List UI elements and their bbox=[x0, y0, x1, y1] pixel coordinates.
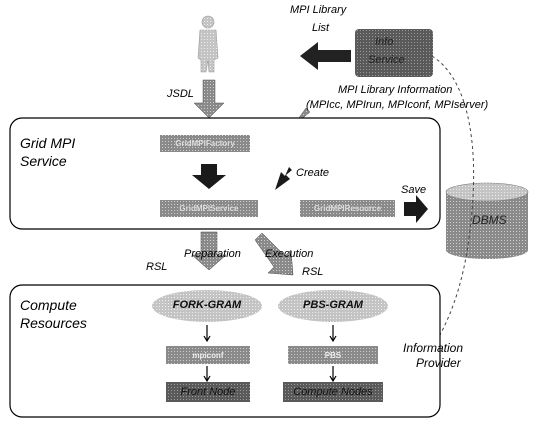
mpiconf-label: mpiconf bbox=[192, 351, 224, 360]
mpi-library-info-line1: MPI Library Information bbox=[338, 84, 453, 96]
arrow-execution bbox=[254, 232, 294, 276]
mpi-library-list-line1: MPI Library bbox=[290, 4, 347, 16]
mpiconf-node bbox=[166, 346, 250, 364]
arrow-info-to-user bbox=[300, 42, 351, 70]
mpi-library-list-line2: List bbox=[312, 22, 330, 34]
arrow-jsdl-down bbox=[193, 79, 225, 119]
arrow-pbsgram-to-pbs bbox=[329, 325, 337, 343]
grid-mpi-service-title-line1: Grid MPI bbox=[20, 135, 76, 151]
gridmpi-resource-label: GridMPIResource bbox=[313, 204, 382, 213]
arrow-pbs-to-compute bbox=[329, 366, 337, 383]
rsl-left-label: RSL bbox=[146, 261, 168, 273]
preparation-label: Preparation bbox=[184, 248, 241, 260]
info-service-box bbox=[355, 29, 433, 77]
gridmpi-resource-node bbox=[300, 200, 395, 217]
compute-nodes-box bbox=[283, 382, 383, 402]
info-service-label-line1: Info bbox=[375, 36, 394, 48]
create-label: Create bbox=[296, 167, 330, 179]
arrow-mpiconf-to-front bbox=[203, 366, 211, 383]
info-service-label-line2: Service bbox=[368, 54, 405, 66]
pbs-gram-label: PBS-GRAM bbox=[303, 299, 363, 311]
fork-gram-ellipse bbox=[152, 290, 262, 322]
information-provider-line1: Information bbox=[403, 341, 464, 355]
arrow-save bbox=[404, 195, 428, 223]
mpi-library-info-line2: (MPIcc, MPIrun, MPIconf, MPIserver) bbox=[306, 99, 489, 111]
front-node-label: Front Node bbox=[180, 386, 236, 398]
dbms-label: DBMS bbox=[472, 213, 507, 227]
gridmpi-service-node bbox=[160, 200, 258, 217]
compute-resources-title-line2: Resources bbox=[20, 315, 87, 331]
compute-nodes-label: Compute Nodes bbox=[293, 386, 373, 398]
gridmpi-service-label: GridMPIService bbox=[179, 204, 239, 213]
jsdl-label: JSDL bbox=[167, 88, 194, 100]
execution-label: Execution bbox=[265, 248, 314, 260]
arrow-factory-to-service bbox=[192, 164, 226, 189]
fork-gram-label: FORK-GRAM bbox=[172, 299, 242, 311]
gridmpi-factory-label: GridMPIFactory bbox=[175, 139, 235, 148]
front-node-box bbox=[166, 382, 250, 402]
arrow-create bbox=[275, 167, 292, 190]
user-figure-icon bbox=[197, 15, 219, 73]
pbs-node bbox=[288, 346, 378, 364]
compute-resources-title-line1: Compute bbox=[20, 297, 77, 313]
save-label: Save bbox=[401, 184, 427, 196]
pbs-label: PBS bbox=[324, 351, 342, 360]
gridmpi-factory-node bbox=[160, 135, 250, 152]
rsl-right-label: RSL bbox=[302, 266, 324, 278]
grid-mpi-service-title-line2: Service bbox=[20, 153, 67, 169]
arrow-preparation bbox=[191, 231, 227, 271]
arrow-fork-to-mpiconf bbox=[203, 325, 211, 343]
information-provider-line2: Provider bbox=[416, 356, 461, 370]
pbs-gram-ellipse bbox=[278, 290, 388, 322]
